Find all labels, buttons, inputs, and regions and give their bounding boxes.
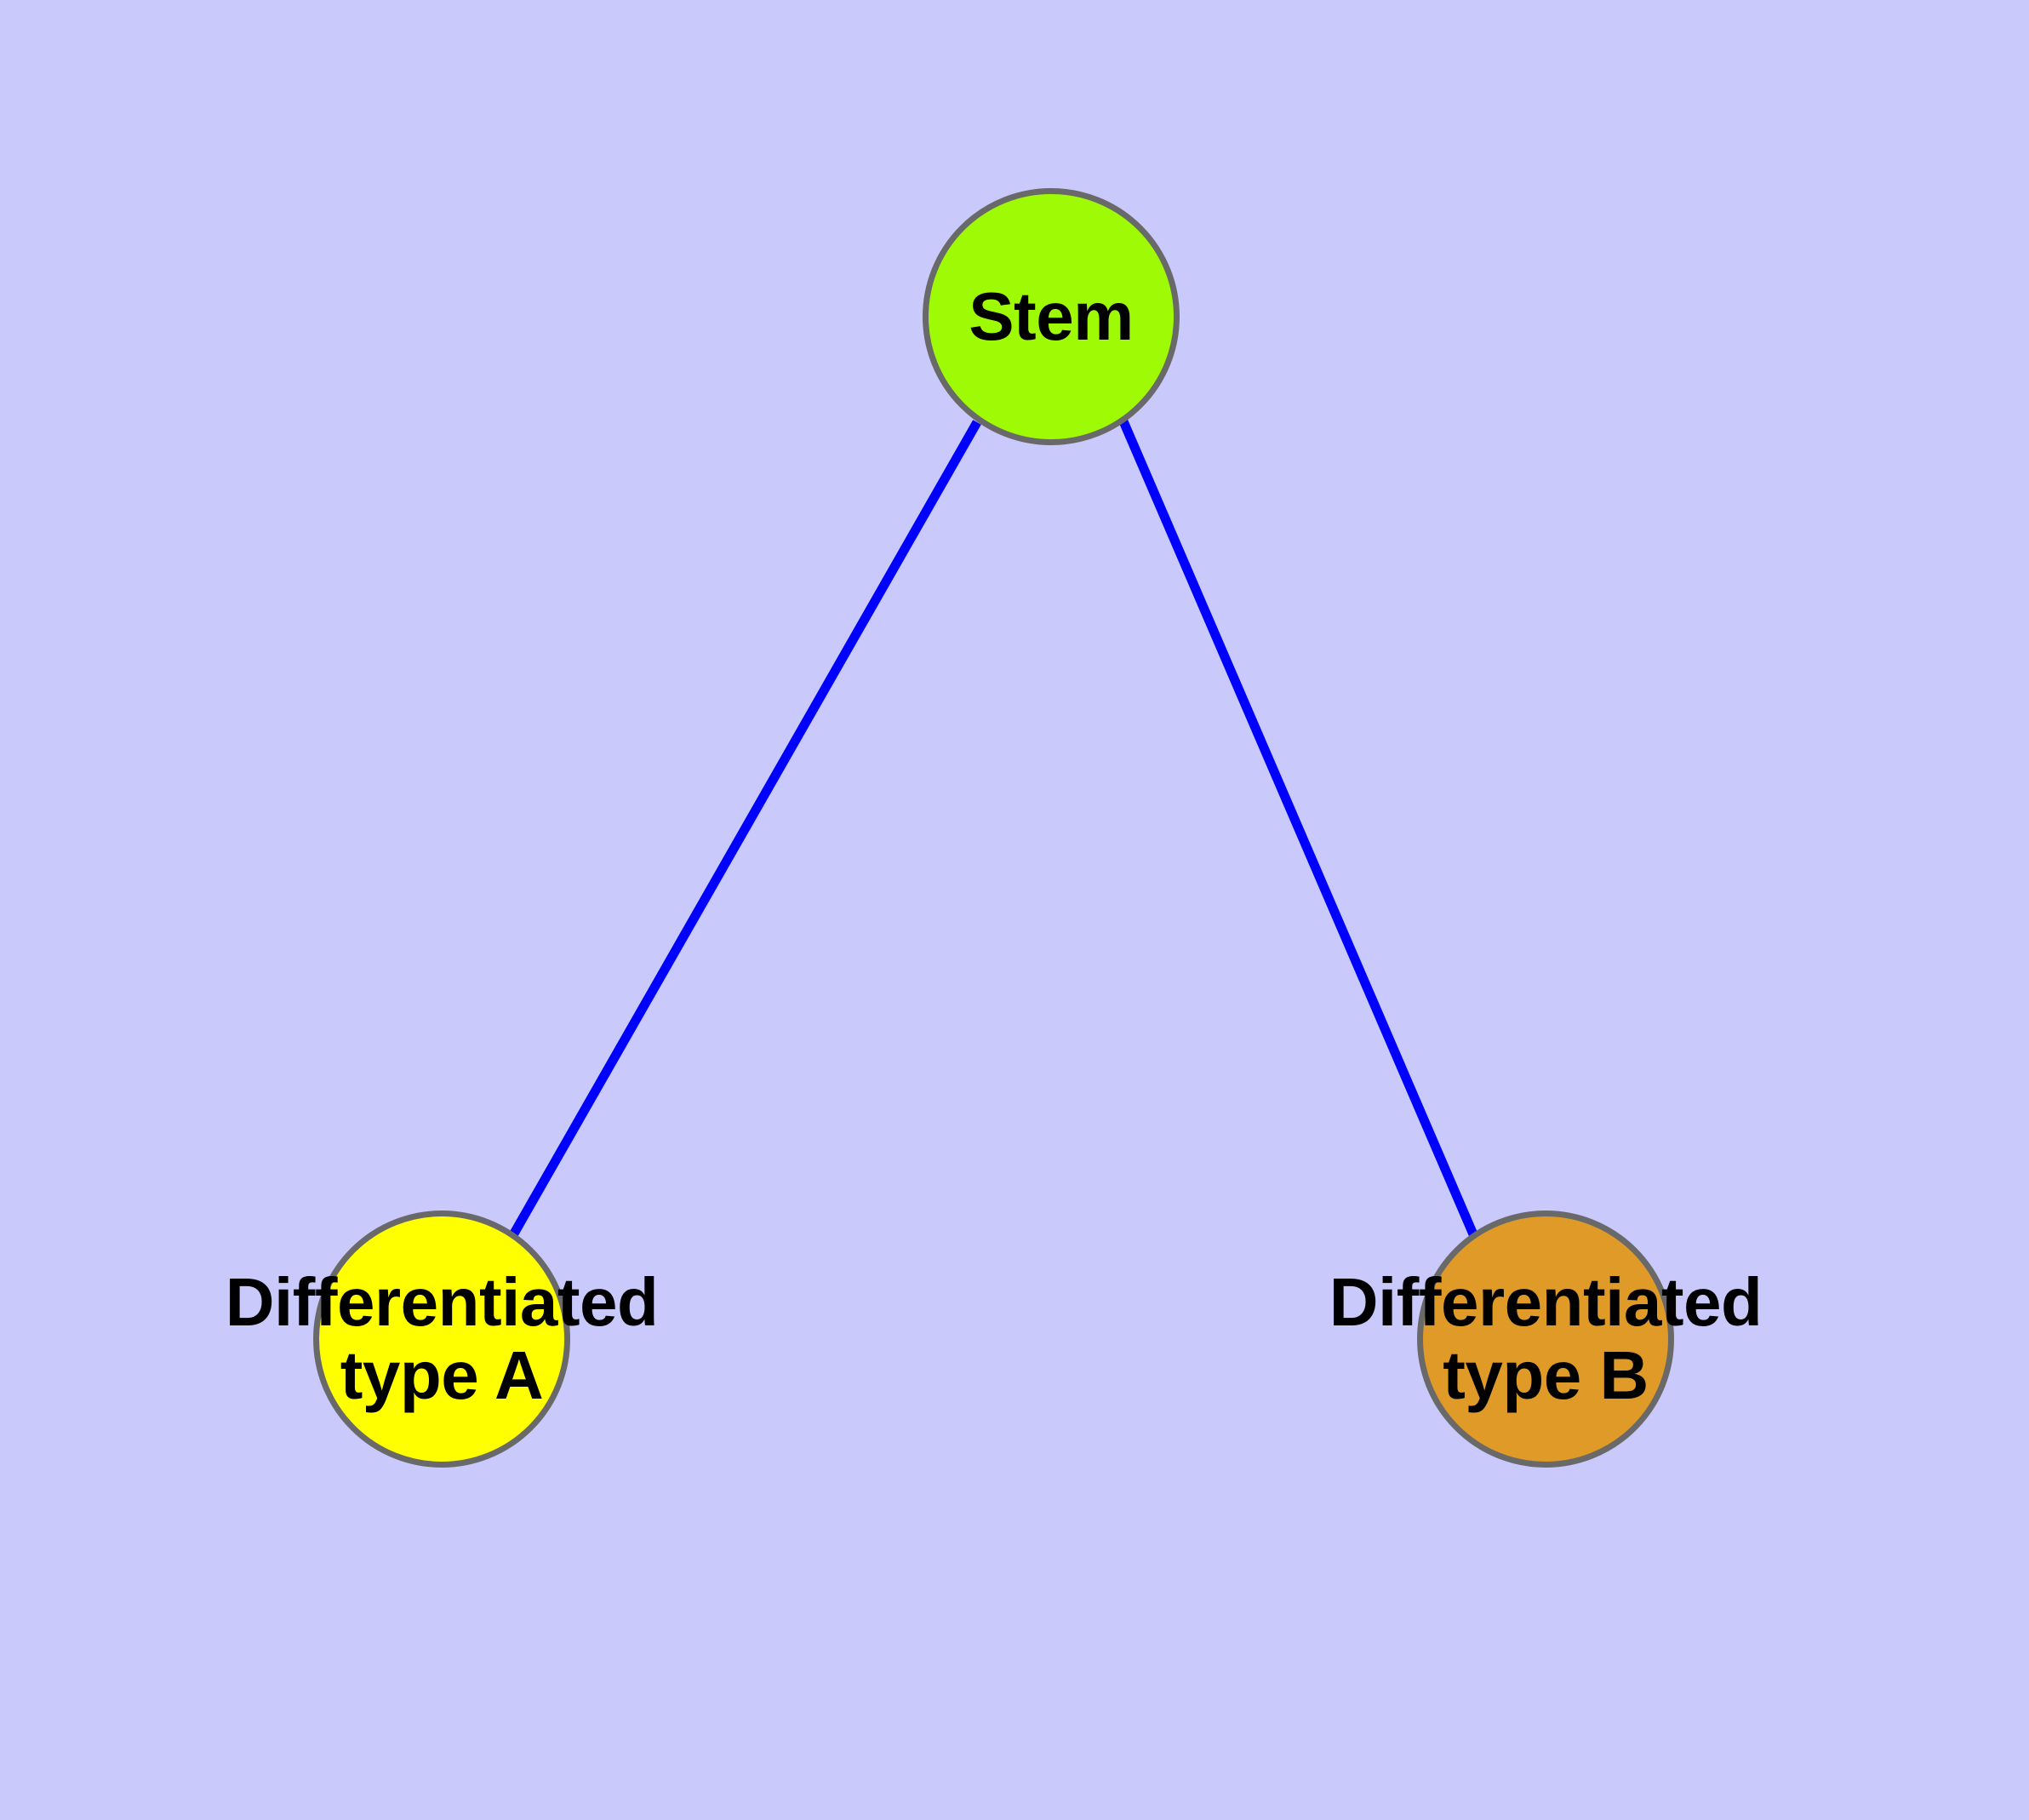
edge-stem-to-type-b [1118, 419, 1478, 1237]
node-stem[interactable] [923, 188, 1180, 445]
node-differentiated-type-b[interactable] [1417, 1210, 1674, 1468]
node-differentiated-type-a[interactable] [313, 1210, 570, 1468]
edge-stem-to-type-a [510, 420, 981, 1236]
